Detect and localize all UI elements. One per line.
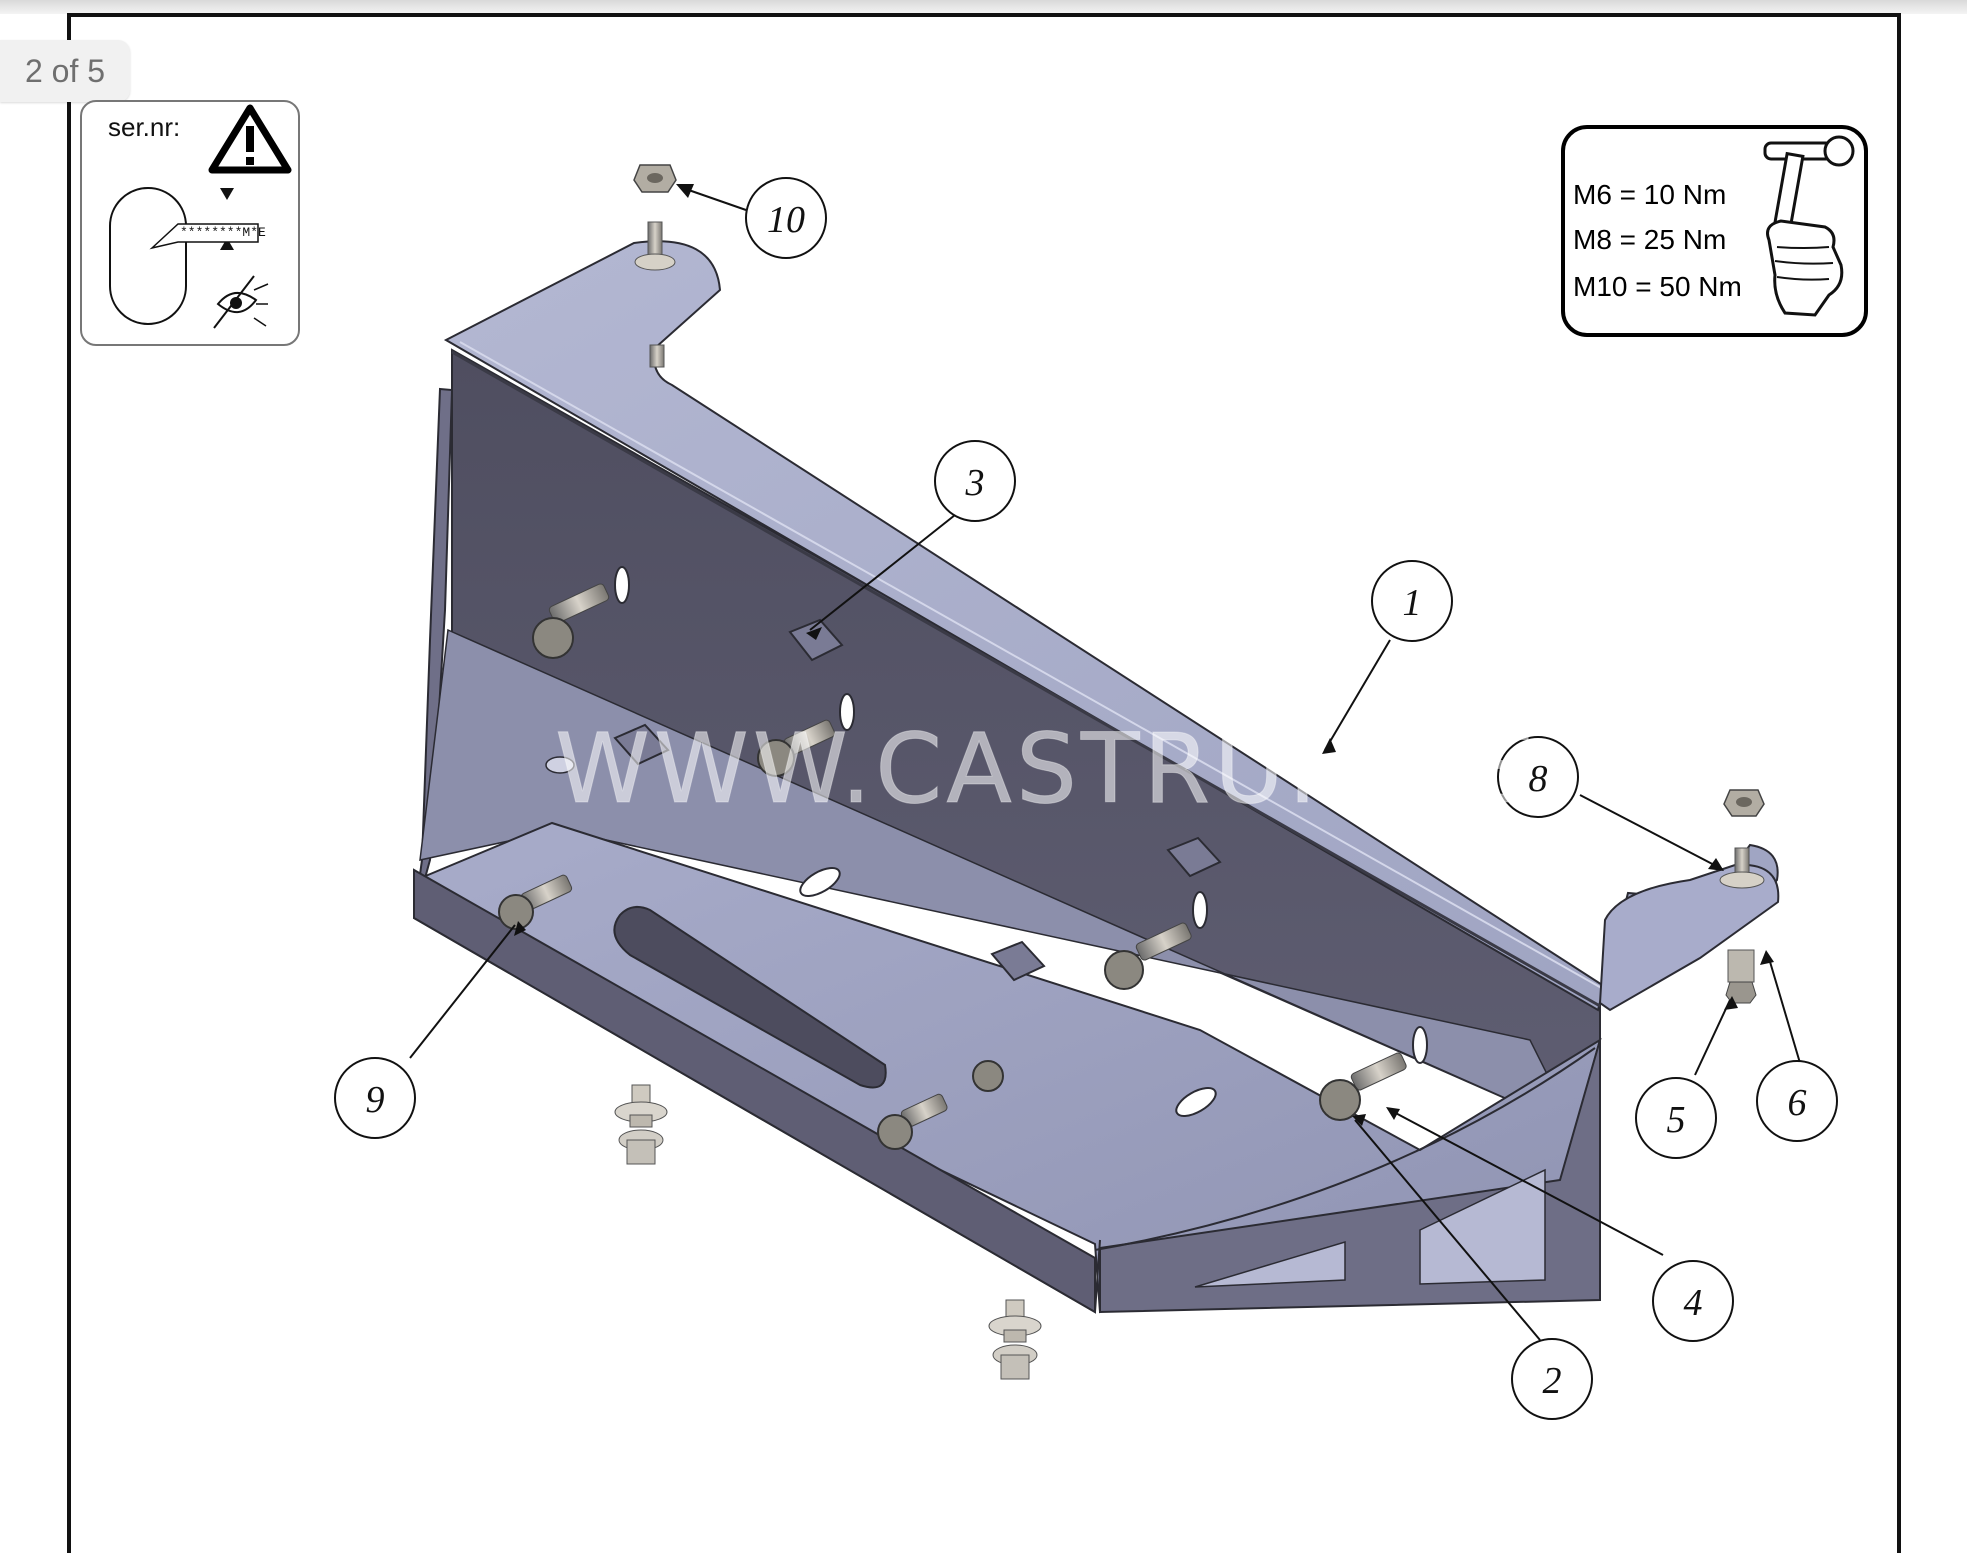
flange-nut [633,164,677,193]
watermark-text: WWW.CASTRUM.EE [555,713,1539,825]
viewer-top-bar [0,0,1967,14]
bolt-washer-nut-stack [614,1084,668,1165]
slot-hole [1412,1026,1428,1064]
square-nut [613,723,670,766]
square-nut [1166,836,1222,878]
spacer-bushing [1725,949,1757,1004]
assembly-diagram: 10 3 1 8 9 5 6 4 2 WWW.CASTRUM.EE [334,164,1838,1420]
right-stud [1719,847,1765,889]
bottom-plate-skirt [413,868,1096,1314]
callout-bubble-2: 2 [1511,1338,1593,1420]
slot-hole [799,867,841,897]
slot-hole [614,566,630,604]
right-end-cutout-a [1194,1240,1346,1288]
top-flange-highlight [459,341,1606,991]
leader-arrowheads [514,184,1774,1126]
callout-label: 6 [1788,1082,1807,1124]
callout-bubble-8: 8 [1497,736,1579,818]
callout-label: 8 [1529,758,1548,800]
page-indicator: 2 of 5 [0,40,130,102]
callout-label: 5 [1667,1099,1686,1141]
bolt-washer-nut-stack [988,1299,1042,1380]
serial-plate-icon [109,187,259,325]
callout-bubble-4: 3 [934,440,1016,522]
eye-icon [213,275,269,329]
slot-hole [545,756,575,774]
serial-tag-text: ********M*E [180,225,266,240]
callout-bubble-5: 5 [1635,1077,1717,1159]
bolt [532,583,610,659]
page-indicator-label: 2 of 5 [24,53,106,89]
warning-triangle-icon [208,104,292,174]
leader-lines [409,186,1801,1341]
fairlead-slot [613,905,887,1089]
bolt [1104,922,1192,990]
bolt [757,719,836,777]
bottom-arc-edge [1094,1047,1596,1251]
slot-hole [1192,891,1208,929]
top-flange-edge [451,350,1601,1008]
right-ear-plate [1598,863,1780,1012]
square-nut [990,940,1046,982]
callout-label: 2 [1543,1360,1562,1402]
callout-label: 1 [1403,582,1422,624]
bolt [877,1093,948,1150]
top-left-stud [634,221,676,368]
callout-bubble-9: 9 [334,1057,416,1139]
torque-spec-box: M6 = 10 Nm M8 = 25 Nm M10 = 50 Nm [1561,125,1868,337]
torque-row: M8 = 25 Nm [1573,224,1727,255]
callout-label: 10 [767,199,805,241]
slot-hole [839,693,855,731]
callout-bubble-3: 4 [1652,1260,1734,1342]
callout-label: 4 [1684,1282,1703,1324]
serial-number-label: ser.nr: [108,112,181,142]
slot-hole [1175,1087,1217,1117]
callout-bubble-6: 6 [1756,1060,1838,1142]
callout-label: 3 [965,462,985,504]
callout-label: 9 [366,1079,385,1121]
torque-row: M6 = 10 Nm [1573,179,1727,210]
bolt [1319,1052,1407,1121]
bolt [498,874,573,930]
serial-number-box: ser.nr: ********M*E [80,100,300,346]
torque-row: M10 = 50 Nm [1573,271,1742,302]
flange-nut [1723,789,1765,817]
wrench-hand-icon [1763,135,1855,317]
right-end-cutout-b [1419,1168,1546,1285]
bolt [972,1060,1004,1092]
callout-bubble-1: 1 [1371,560,1453,642]
callout-bubble-10: 10 [745,177,827,259]
